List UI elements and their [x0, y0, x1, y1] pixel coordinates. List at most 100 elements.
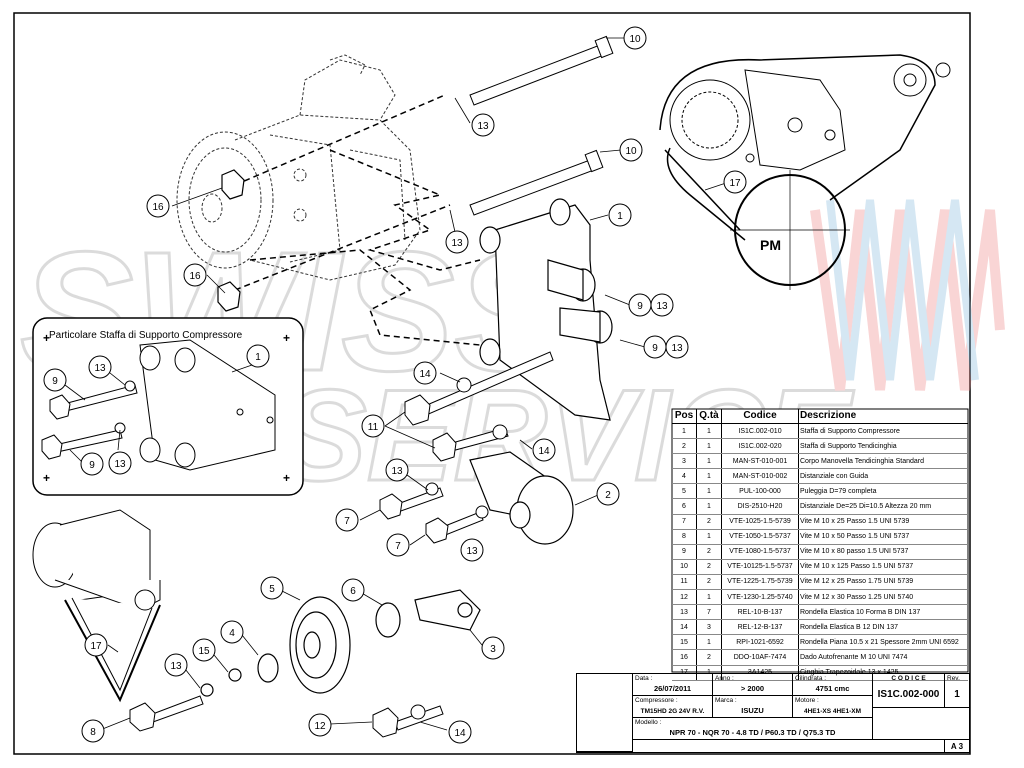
row-description: Rondella Elastica B 12 DIN 137: [798, 619, 968, 636]
row-description: Rondella Piana 10.5 x 21 Spessore 2mm UN…: [798, 634, 968, 651]
row-pos: 1: [672, 423, 697, 440]
cell-cilindrata: Cilindrata : 4751 cmc: [793, 674, 873, 696]
svg-text:1: 1: [255, 352, 261, 363]
data-label: Data :: [635, 675, 653, 682]
row-code: IS1C.002-020: [721, 438, 799, 455]
codice-value: IS1C.002-000: [877, 689, 940, 700]
svg-text:10: 10: [625, 146, 637, 157]
compressore-value: TM15HD 2G 24V R.V.: [640, 708, 705, 715]
row-description: Distanziale De=25 Di=10.5 Altezza 20 mm: [798, 498, 968, 515]
modello-value: NPR 70 - NQR 70 - 4.8 TD / P60.3 TD / Q7…: [669, 728, 836, 737]
balloon-6: 6: [341, 578, 365, 602]
row-pos: 3: [672, 453, 697, 470]
bolt-8-12: [129, 695, 444, 738]
nut-16: [217, 169, 245, 312]
svg-text:13: 13: [477, 121, 489, 132]
balloon-13b: 13: [445, 230, 469, 254]
balloon-5: 5: [260, 576, 284, 600]
cell-sheet: A 3: [945, 740, 969, 752]
svg-text:14: 14: [538, 446, 550, 457]
marca-label: Marca :: [715, 697, 737, 704]
motore-label: Motore :: [795, 697, 819, 704]
rev-value: 1: [954, 689, 960, 700]
svg-text:9: 9: [89, 460, 95, 471]
balloon-13h: 13: [88, 355, 112, 379]
balloon-17a: 17: [84, 633, 108, 657]
balloon-14a: 14: [413, 361, 437, 385]
sheet-size: A 3: [950, 742, 964, 751]
row-pos: 15: [672, 634, 697, 651]
row-description: Vite M 10 x 50 Passo 1.5 UNI 5737: [798, 529, 968, 545]
title-block: Data : 26/07/2011 Anno : > 2000 Cilindra…: [576, 673, 970, 753]
cilindrata-value: 4751 cmc: [815, 684, 850, 693]
row-qty: 2: [696, 514, 722, 530]
balloon-1a: 1: [608, 203, 632, 227]
tensioner-bracket: [469, 451, 574, 545]
row-qty: 2: [696, 574, 722, 591]
row-code: IS1C.002-010: [721, 423, 799, 440]
balloon-17b: 17: [723, 170, 747, 194]
row-description: Rondella Elastica 10 Forma B DIN 137: [798, 604, 968, 621]
row-pos: 8: [672, 529, 697, 545]
row-qty: 1: [696, 438, 722, 455]
row-code: VTE-10125-1.5-5737: [721, 559, 799, 575]
row-qty: 1: [696, 529, 722, 545]
balloon-9a: 9: [628, 293, 652, 317]
header-description: Descrizione: [798, 409, 968, 424]
svg-text:6: 6: [350, 586, 356, 597]
codice-label: C O D I C E: [891, 675, 926, 682]
row-code: RPI-1021-6592: [721, 634, 799, 651]
svg-text:+: +: [43, 471, 50, 485]
balloon-16b: 16: [183, 263, 207, 287]
balloon-4: 4: [220, 620, 244, 644]
balloon-13e: 13: [385, 458, 409, 482]
bolt-10-upper: [469, 35, 614, 106]
row-pos: 11: [672, 574, 697, 591]
anno-label: Anno :: [715, 675, 734, 682]
row-code: VTE-1025-1.5-5739: [721, 514, 799, 530]
row-pos: 5: [672, 483, 697, 500]
row-qty: 2: [696, 544, 722, 560]
row-description: Vite M 10 x 25 Passo 1.5 UNI 5739: [798, 514, 968, 530]
balloon-3: 3: [481, 636, 505, 660]
svg-text:9: 9: [52, 376, 58, 387]
balloon-7a: 7: [335, 508, 359, 532]
assembly-lines: [234, 94, 481, 346]
row-description: Staffa di Supporto Tendicinghia: [798, 438, 968, 455]
balloon-1b: 1: [246, 344, 270, 368]
row-code: VTE-1080-1.5-5737: [721, 544, 799, 560]
bolt-11: [404, 351, 554, 462]
cell-marca: Marca : ISUZU: [713, 696, 793, 718]
row-description: Cinghia Trapezoidale 13 x 1425: [798, 665, 968, 681]
assembled-compressor-view: [32, 509, 161, 703]
row-pos: 6: [672, 498, 697, 515]
compressor-drawing: [176, 54, 421, 281]
row-pos: 17: [672, 665, 697, 681]
header-pos: Pos: [672, 409, 697, 424]
pm-label: PM: [760, 237, 781, 253]
balloon-11: 11: [361, 414, 385, 438]
svg-text:14: 14: [454, 728, 466, 739]
row-code: MAN-ST-010-002: [721, 468, 799, 485]
drawing-frame: [13, 12, 971, 755]
svg-text:9: 9: [637, 301, 643, 312]
row-description: Distanziale con Guida: [798, 468, 968, 485]
modello-label: Modello :: [635, 719, 662, 726]
row-code: PUL-100-000: [721, 483, 799, 500]
row-pos: 7: [672, 514, 697, 530]
parts-table-header: Pos Q.tà Codice Descrizione: [672, 409, 968, 424]
svg-text:8: 8: [90, 727, 96, 738]
balloon-13i: 13: [108, 451, 132, 475]
row-description: Vite M 12 x 30 Passo 1.25 UNI 5740: [798, 589, 968, 606]
row-pos: 4: [672, 468, 697, 485]
